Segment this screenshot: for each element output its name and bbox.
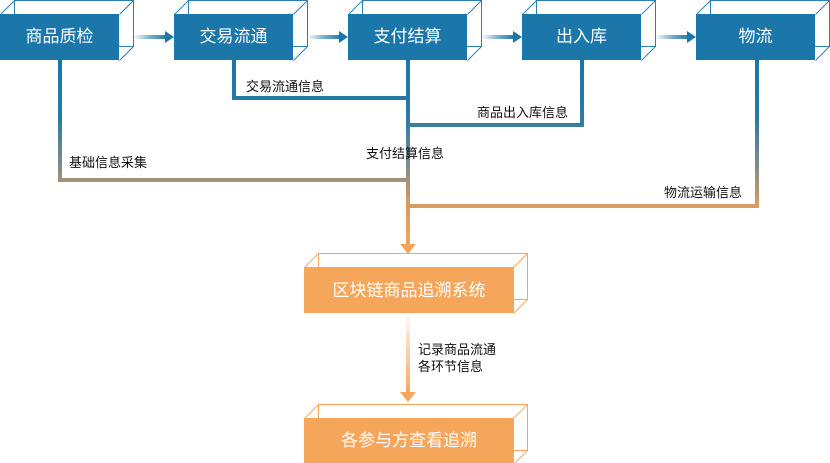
edge-line-quality-check (58, 60, 408, 182)
record-connector (406, 314, 410, 394)
stage-arrows (133, 31, 696, 43)
edge-label-logistics: 物流运输信息 (664, 185, 742, 201)
stage-label: 支付结算 (374, 27, 442, 47)
edge-label-circulation: 交易流通信息 (246, 79, 324, 95)
edge-line-logistics (408, 60, 759, 208)
box-face (174, 14, 293, 60)
record-note-line1: 记录商品流通 (418, 343, 496, 358)
arrow-right-icon (133, 31, 174, 43)
arrow-right-icon (481, 31, 522, 43)
box-face (696, 14, 815, 60)
stage-box-circulation[interactable]: 交易流通 (174, 0, 308, 61)
system-label: 区块链商品追溯系统 (333, 281, 486, 301)
viewer-label: 各参与方查看追溯 (341, 431, 477, 451)
record-note-line2: 各环节信息 (418, 359, 483, 375)
connectors (58, 60, 759, 246)
arrow-down-icon (400, 244, 416, 254)
box-face (522, 14, 641, 60)
system-box[interactable]: 区块链商品追溯系统 (304, 253, 528, 314)
stage-box-warehouse[interactable]: 出入库 (522, 0, 656, 61)
stage-box-payment[interactable]: 支付结算 (348, 0, 482, 61)
viewer-box[interactable]: 各参与方查看追溯 (304, 404, 528, 463)
arrow-right-icon (307, 31, 348, 43)
stage-label: 出入库 (556, 27, 607, 47)
box-face (0, 14, 119, 60)
arrow-right-icon (655, 31, 696, 43)
arrow-down-icon (400, 392, 416, 402)
edge-label-payment: 支付结算信息 (366, 146, 444, 162)
edge-label-warehouse: 商品出入库信息 (477, 105, 568, 121)
edge-line-warehouse (408, 60, 584, 127)
stage-label: 商品质检 (26, 27, 94, 47)
edge-line-circulation (232, 60, 408, 100)
stage-label: 物流 (739, 27, 773, 47)
box-face (348, 14, 467, 60)
stage-box-quality-check[interactable]: 商品质检 (0, 0, 134, 61)
edge-label-quality-check: 基础信息采集 (69, 155, 147, 171)
stage-boxes: 商品质检 交易流通 支付结算 出入库 物流 (0, 0, 830, 61)
stage-box-logistics[interactable]: 物流 (696, 0, 830, 61)
stage-label: 交易流通 (200, 27, 268, 47)
